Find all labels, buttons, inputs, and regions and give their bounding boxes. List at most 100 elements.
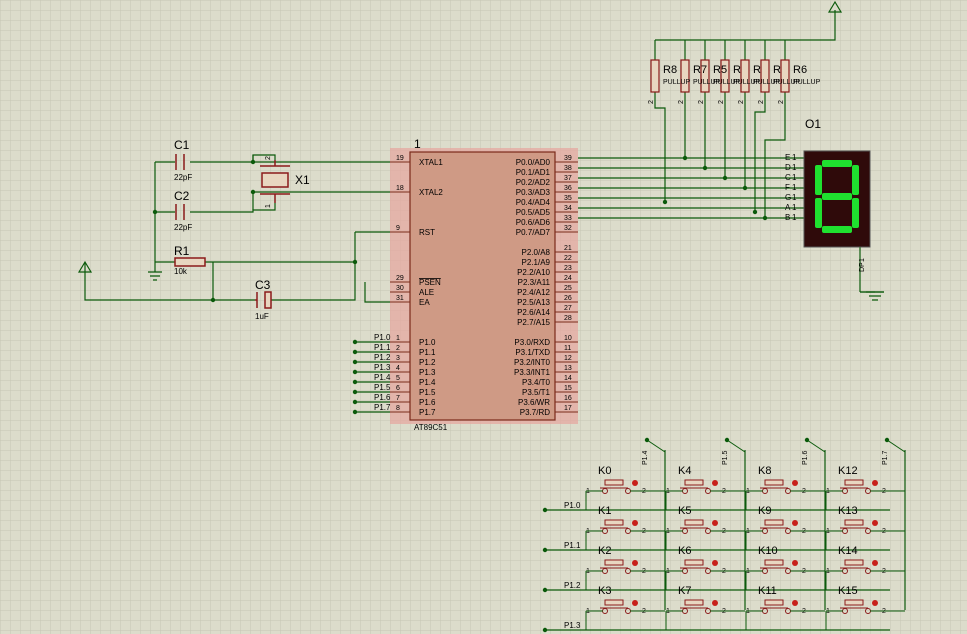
key-state-indicator xyxy=(632,600,638,606)
mcu-pin-name: ALE xyxy=(419,288,434,297)
segment-pin: 1 xyxy=(792,203,797,212)
mcu-pin-number: 11 xyxy=(564,345,571,352)
keypad-button[interactable]: K612 xyxy=(665,545,745,590)
key-label: K1 xyxy=(598,505,611,517)
keypad-button[interactable]: K812 xyxy=(745,465,825,510)
junction-dot xyxy=(762,215,768,221)
keypad-button[interactable]: K312 xyxy=(585,585,665,630)
mcu-pin-name: P3.5/T1 xyxy=(522,388,551,397)
keypad-button[interactable]: K1012 xyxy=(745,545,825,590)
mcu-body[interactable] xyxy=(409,151,556,421)
mcu-pin-name: P2.0/A8 xyxy=(522,248,551,257)
keypad-button[interactable]: K012 xyxy=(585,465,665,510)
c1-value: 22pF xyxy=(174,173,192,182)
keypad-button[interactable]: K1512 xyxy=(825,585,905,630)
keypad-button[interactable]: K912 xyxy=(745,505,825,550)
junction-dot xyxy=(352,349,358,355)
junction-dot xyxy=(542,627,548,633)
keypad-button[interactable]: K1412 xyxy=(825,545,905,590)
keypad-button[interactable]: K1112 xyxy=(745,585,825,630)
junction-dot xyxy=(352,399,358,405)
key-state-indicator xyxy=(632,560,638,566)
p1-net-label: P1.3 xyxy=(374,363,391,372)
key-label: K5 xyxy=(678,505,691,517)
mcu-pin-name: XTAL2 xyxy=(419,188,443,197)
mcu-pin-number: 38 xyxy=(564,165,572,172)
keypad-button[interactable]: K1212 xyxy=(825,465,905,510)
column-wire xyxy=(646,439,666,453)
r1-value: 10k xyxy=(174,267,188,276)
mcu-pin-number: 16 xyxy=(564,395,572,402)
mcu-pin-name: P2.3/A11 xyxy=(518,278,551,287)
key-label: K14 xyxy=(838,545,858,557)
junction-dot xyxy=(352,259,358,265)
junction-dot xyxy=(352,369,358,375)
key-state-indicator xyxy=(872,520,878,526)
mcu-pin-number: 29 xyxy=(396,275,404,282)
junction-dot xyxy=(250,159,256,165)
display-ref: O1 xyxy=(805,117,821,131)
pullup-pin: 2 xyxy=(718,100,725,104)
key-label: K9 xyxy=(758,505,771,517)
keypad-matrix: K012K412K812K1212K112K512K912K1312K212K6… xyxy=(542,437,906,633)
c2-ref: C2 xyxy=(174,189,190,203)
junction-dot xyxy=(542,547,548,553)
mcu-pin-name: PSEN xyxy=(419,278,441,287)
junction-dot xyxy=(752,209,758,215)
p1-net-label: P1.1 xyxy=(374,343,391,352)
key-plunger xyxy=(684,479,704,486)
keypad-button[interactable]: K712 xyxy=(665,585,745,630)
keypad-button[interactable]: K1312 xyxy=(825,505,905,550)
key-label: K10 xyxy=(758,545,778,557)
mcu-pin-name: P2.4/A12 xyxy=(517,288,550,297)
mcu-ref: 1 xyxy=(414,137,421,151)
keypad-button[interactable]: K512 xyxy=(665,505,745,550)
key-state-indicator xyxy=(712,600,718,606)
mcu-pin-number: 35 xyxy=(564,195,572,202)
x1-pin-top: 2 xyxy=(265,156,272,160)
mcu-pin-number: 14 xyxy=(564,375,572,382)
key-label: K8 xyxy=(758,465,771,477)
mcu-pin-number: 37 xyxy=(564,175,572,182)
row-net-label: P1.3 xyxy=(564,621,581,630)
key-label: K0 xyxy=(598,465,611,477)
digit-segments xyxy=(815,160,859,233)
mcu-pin-name: P0.1/AD1 xyxy=(516,168,551,177)
junction-dot xyxy=(250,189,256,195)
key-label: K2 xyxy=(598,545,611,557)
mcu-pin-number: 4 xyxy=(396,365,400,372)
mcu-pin-number: 21 xyxy=(564,245,572,252)
keypad-button[interactable]: K112 xyxy=(585,505,665,550)
key-state-indicator xyxy=(872,560,878,566)
key-plunger xyxy=(764,559,784,566)
r1-ref: R1 xyxy=(174,244,190,258)
c2-value: 22pF xyxy=(174,223,192,232)
segment-label: A xyxy=(785,203,791,212)
mcu-pin-number: 27 xyxy=(564,305,572,312)
segment-pin: 1 xyxy=(792,153,797,162)
mcu-pin-name: P1.4 xyxy=(419,378,436,387)
junction-dot xyxy=(352,379,358,385)
mcu-pin-number: 17 xyxy=(564,405,572,412)
column-net-label: P1.7 xyxy=(882,450,889,465)
key-label: K15 xyxy=(838,585,858,597)
mcu-pin-number: 5 xyxy=(396,375,400,382)
mcu-pin-name: P3.2/INT0 xyxy=(514,358,551,367)
keypad-button[interactable]: K412 xyxy=(665,465,745,510)
mcu-pin-name: P3.3/INT1 xyxy=(514,368,551,377)
keypad-button[interactable]: K212 xyxy=(585,545,665,590)
p1-net-label: P1.0 xyxy=(374,333,391,342)
key-plunger xyxy=(764,519,784,526)
pullup-pin: 2 xyxy=(758,100,765,104)
pullup-sub: PULLUP xyxy=(773,79,801,86)
mcu-pin-number: 1 xyxy=(396,335,400,342)
key-label: K12 xyxy=(838,465,858,477)
key-state-indicator xyxy=(632,480,638,486)
junction-dot xyxy=(542,507,548,513)
mcu-pin-number: 34 xyxy=(564,205,572,212)
mcu-pin-number: 15 xyxy=(564,385,572,392)
mcu-pin-number: 28 xyxy=(564,315,572,322)
segment-pin: 1 xyxy=(792,183,797,192)
segment-pin: 1 xyxy=(792,193,797,202)
